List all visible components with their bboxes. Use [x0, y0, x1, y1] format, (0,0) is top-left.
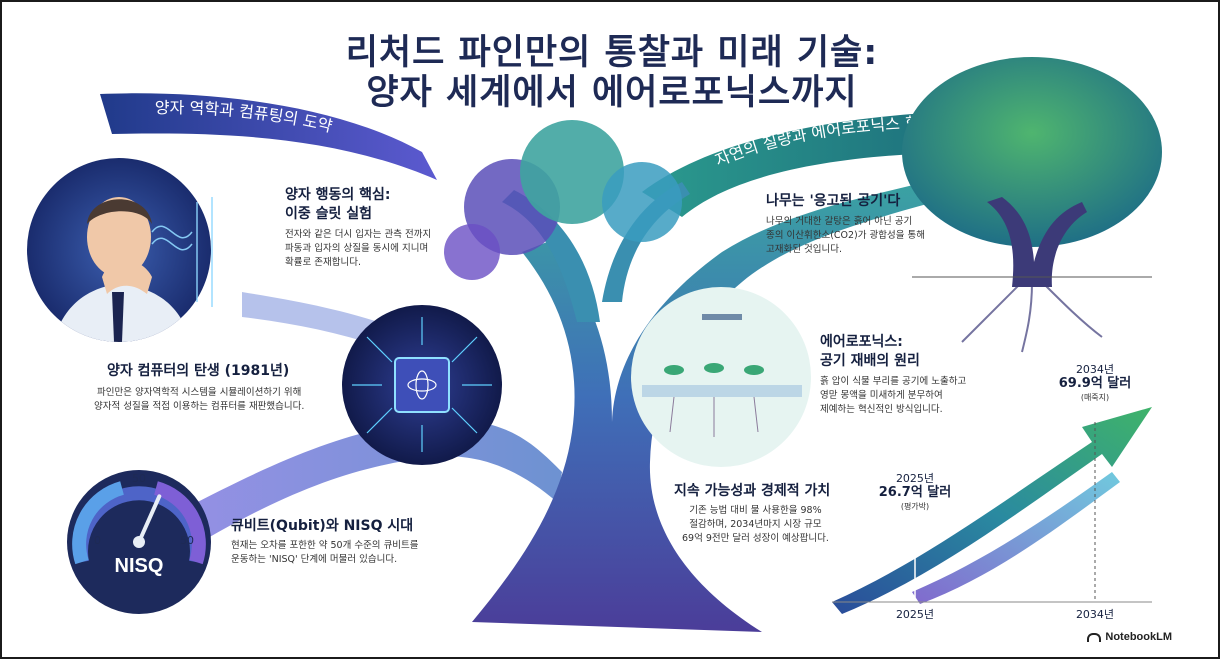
market-point-2034-value: 69.9억 달러 — [1058, 376, 1132, 391]
market-point-2025-value: 26.7억 달러 — [878, 485, 952, 500]
nisq-line-2: 운동하는 'NISQ' 단계에 머물러 있습니다. — [231, 554, 398, 565]
aeroponics-illustration — [631, 287, 811, 467]
nisq-line-1: 현재는 오차를 포한한 약 50개 수준의 큐비트를 — [231, 540, 419, 551]
axis-label-end: 2034년 — [1075, 608, 1115, 621]
tree-air-line-2: 종의 이산휘한소(CO2)가 광합성을 통해 — [766, 230, 925, 241]
double-slit-heading-2: 이중 슬릿 실험 — [285, 206, 373, 222]
aeroponics-line-3: 제예하는 혁신적인 방식입니다. — [820, 404, 943, 415]
quantum-computer-text: 파인만은 양자역학적 시스템을 시뮬레이션하기 위해 양자적 성질을 적접 이용… — [94, 386, 304, 414]
sustainability-heading: 지속 가능성과 경제적 가치 — [674, 483, 831, 499]
market-point-2034-year: 2034년 — [1075, 363, 1115, 376]
tree-illustration — [902, 57, 1162, 353]
nisq-text: 현재는 오차를 포한한 약 50개 수준의 큐비트를 운동하는 'NISQ' 단… — [231, 539, 419, 567]
nisq-heading: 큐비트(Qubit)와 NISQ 시대 — [231, 518, 414, 534]
aeroponics-line-1: 흙 압이 식물 부리를 공기에 노출하고 — [820, 376, 967, 387]
brand-name: NotebookLM — [1105, 631, 1172, 643]
feynman-portrait — [27, 158, 213, 342]
tree-air-line-1: 나무의 거대한 갈탕은 흙어 아닌 공기 — [766, 216, 913, 227]
aeroponics-text: 흙 압이 식물 부리를 공기에 노출하고 영맏 몽액을 미새하게 분무하여 제예… — [820, 375, 966, 417]
market-point-2025: 2025년 26.7억 달러 (평가박) — [875, 472, 955, 514]
sustainability-line-3: 69억 9전만 달러 성장이 예상팝니다. — [682, 533, 829, 544]
market-growth-chart — [832, 407, 1152, 614]
axis-label-start: 2025년 — [895, 608, 935, 621]
aeroponics-heading-1: 에어로포닉스: — [820, 334, 903, 350]
nisq-gauge: NISQ 0 50 50 — [67, 470, 211, 614]
market-point-2034: 2034년 69.9억 달러 (매죽지) — [1055, 363, 1135, 405]
market-point-2034-note: (매죽지) — [1080, 393, 1110, 402]
quantum-chip — [342, 305, 502, 465]
gauge-tick-max: 50 — [180, 534, 194, 547]
tree-air-text: 나무의 거대한 갈탕은 흙어 아닌 공기 종의 이산휘한소(CO2)가 광합성을… — [766, 215, 925, 257]
sustainability-line-2: 절감하며, 2034년마지 시장 규모 — [689, 519, 822, 530]
ribbon-left: 양자 역학과 컴퓨팅의 도약 — [100, 93, 437, 180]
sustainability-line-1: 기존 능법 대비 물 사용한을 98% — [689, 505, 822, 516]
double-slit-text: 전자와 같은 더시 입자는 관측 전까지 파동과 입자의 상질을 동시에 지니며… — [285, 228, 431, 270]
quantum-computer-line-1: 파인만은 양자역학적 시스템을 시뮬레이션하기 위해 — [97, 387, 302, 398]
aeroponics-heading-2: 공기 재배의 원리 — [820, 353, 920, 369]
sustainability-text: 기존 능법 대비 물 사용한을 98% 절감하며, 2034년마지 시장 규모 … — [682, 504, 829, 546]
page-subtitle: 양자 세계에서 에어로포닉스까지 — [366, 73, 858, 113]
aeroponics-heading: 에어로포닉스: 공기 재배의 원리 — [820, 333, 920, 371]
gauge-tick-min: 0 — [94, 534, 101, 547]
tree-air-heading: 나무는 '응고된 공기'다 — [766, 193, 901, 209]
page-title: 리처드 파인만의 통찰과 미래 기술: — [345, 33, 879, 73]
notebook-icon — [1087, 632, 1102, 642]
gauge-label: NISQ — [115, 555, 164, 577]
market-point-2025-year: 2025년 — [895, 472, 935, 485]
brand-logo: NotebookLM — [1087, 631, 1172, 643]
gauge-tick-mid: 50 — [132, 472, 146, 485]
double-slit-line-2: 파동과 입자의 상질을 동시에 지니며 — [285, 243, 429, 254]
tree-air-line-3: 고재화된 것입니다. — [766, 244, 842, 255]
market-point-2025-note: (평가박) — [900, 502, 930, 511]
aeroponics-line-2: 영맏 몽액을 미새하게 분무하여 — [820, 390, 943, 401]
double-slit-heading: 양자 행동의 핵심: 이중 슬릿 실험 — [285, 186, 391, 224]
central-tree — [444, 120, 1007, 632]
double-slit-line-1: 전자와 같은 더시 입자는 관측 전까지 — [285, 229, 432, 240]
quantum-computer-heading: 양자 컴퓨터의 탄생 (1981년) — [107, 363, 290, 379]
quantum-computer-line-2: 양자적 성질을 적접 이용하는 컴퓨터를 재판했습니다. — [94, 401, 305, 412]
double-slit-line-3: 확률로 존재합니다. — [285, 257, 361, 268]
double-slit-heading-1: 양자 행동의 핵심: — [285, 187, 391, 203]
